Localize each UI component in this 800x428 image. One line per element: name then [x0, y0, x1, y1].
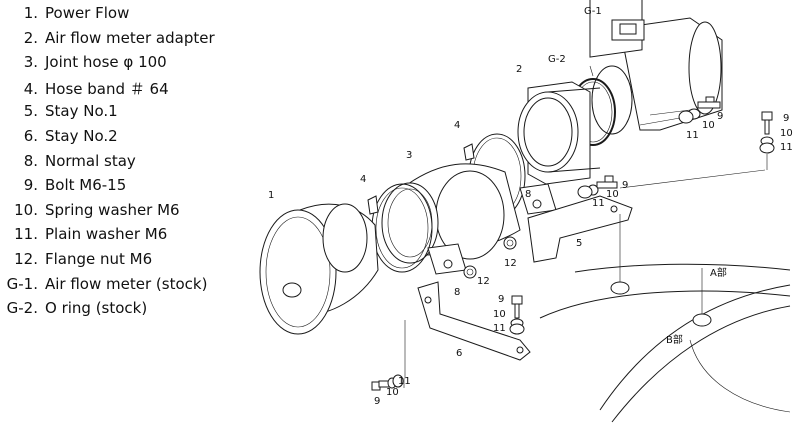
leader-lines: [403, 65, 766, 388]
part-number: 10.: [14, 200, 38, 219]
callout-g2: G-2: [548, 54, 566, 65]
parts-list-item: 5. Stay No.1: [0, 102, 260, 127]
parts-list-item: 3. Joint hose φ 100: [0, 53, 260, 78]
callout-11-far-right: 11: [780, 142, 793, 153]
callout-12-lower: 12: [477, 276, 490, 287]
part-number: 6.: [23, 126, 38, 145]
part-number: 11.: [14, 225, 38, 244]
callout-11-mid: 11: [592, 198, 605, 209]
air-flow-meter: [589, 0, 723, 135]
fastener-group-far-right: [759, 111, 775, 170]
part-number: 5.: [23, 102, 38, 121]
flange-nut-lower: [463, 265, 477, 279]
part-name: Plain washer M6: [45, 225, 168, 244]
callout-10-mid: 10: [606, 189, 619, 200]
callout-5: 5: [576, 238, 582, 249]
part-number: 2.: [23, 28, 38, 47]
part-name: Bolt M6-15: [45, 176, 127, 195]
flange-nut-left: [503, 236, 517, 250]
callout-10-lower-mid: 10: [493, 309, 506, 320]
part-name: Normal stay: [45, 151, 136, 170]
stay-no-1: [527, 195, 633, 263]
callout-8-upper: 8: [525, 189, 531, 200]
parts-list-item: G-2. O ring (stock): [0, 299, 260, 324]
fastener-group-top-right: [678, 96, 721, 124]
part-number: 3.: [23, 53, 38, 72]
part-number: 4.: [23, 79, 38, 98]
fastener-group-lower-mid: [509, 295, 525, 335]
callout-6: 6: [456, 348, 462, 359]
callout-11-lower-mid: 11: [493, 323, 506, 334]
callout-10-far-right: 10: [780, 128, 793, 139]
callout-9-lower-mid: 9: [498, 294, 504, 305]
callout-11-bottom-left: 11: [398, 376, 411, 387]
callout-g1: G-1: [584, 6, 602, 17]
fastener-group-mid: [577, 175, 618, 199]
callout-1: 1: [268, 190, 274, 201]
part-number: 1.: [23, 4, 38, 22]
callout-9-mid: 9: [622, 180, 628, 191]
callout-a-part: A部: [710, 266, 727, 279]
callout-11-top-right: 11: [686, 130, 699, 141]
callout-3: 3: [406, 150, 412, 161]
parts-list-item: 2. Air flow meter adapter: [0, 29, 260, 54]
part-name: Stay No.1: [45, 102, 118, 121]
parts-list-item: 11. Plain washer M6: [0, 225, 260, 250]
part-name: Flange nut M6: [45, 249, 153, 268]
parts-list-item: 6. Stay No.2: [0, 127, 260, 152]
part-name: Joint hose φ 100: [45, 53, 167, 72]
parts-list: 1. Power Flow 2. Air flow meter adapter 3.…: [0, 4, 260, 324]
parts-list-item: 1. Power Flow: [0, 4, 260, 29]
vehicle-body-outline: [539, 235, 791, 423]
part-name: Spring washer M6: [45, 200, 180, 219]
part-name: Air flow meter (stock): [45, 274, 208, 293]
air-flow-meter-adapter: [517, 81, 601, 185]
part-name: Hose band ＃ 64: [45, 79, 169, 98]
stay-no-2: [404, 281, 531, 378]
callout-4-upper: 4: [454, 120, 460, 131]
callout-4-lower: 4: [360, 174, 366, 185]
parts-list-item: 4. Hose band ＃ 64: [0, 78, 260, 103]
fastener-group-bottom-left: [371, 374, 404, 391]
part-number: G-1.: [6, 274, 38, 293]
joint-hose: [381, 163, 521, 264]
callout-labels: G-1 G-2 2 4 3 4 1 8 8 5 6 12 12 9 10 11 …: [268, 6, 793, 407]
part-number: G-2.: [6, 299, 38, 318]
callout-9-top-right: 9: [717, 111, 723, 122]
callout-9-far-right: 9: [783, 113, 789, 124]
part-name: Stay No.2: [45, 126, 118, 145]
part-number: 8.: [23, 151, 38, 170]
part-name: O ring (stock): [45, 299, 148, 318]
callout-2: 2: [516, 64, 522, 75]
parts-list-item: G-1. Air flow meter (stock): [0, 275, 260, 300]
part-number: 9.: [23, 176, 38, 195]
parts-list-item: 9. Bolt M6-15: [0, 176, 260, 201]
parts-list-item: 12. Flange nut M6: [0, 250, 260, 275]
callout-10-top-right: 10: [702, 120, 715, 131]
parts-list-item: 8. Normal stay: [0, 152, 260, 177]
callout-b-part: B部: [666, 333, 683, 346]
callout-12-left: 12: [504, 258, 517, 269]
parts-list-item: 10. Spring washer M6: [0, 201, 260, 226]
part-name: Air flow meter adapter: [45, 28, 215, 47]
callout-10-bottom-left: 10: [386, 387, 399, 398]
power-flow-filter: [259, 203, 379, 335]
part-name: Power Flow: [45, 4, 130, 22]
part-number: 12.: [14, 249, 38, 268]
callout-8-lower: 8: [454, 287, 460, 298]
callout-9-bottom-left: 9: [374, 396, 380, 407]
